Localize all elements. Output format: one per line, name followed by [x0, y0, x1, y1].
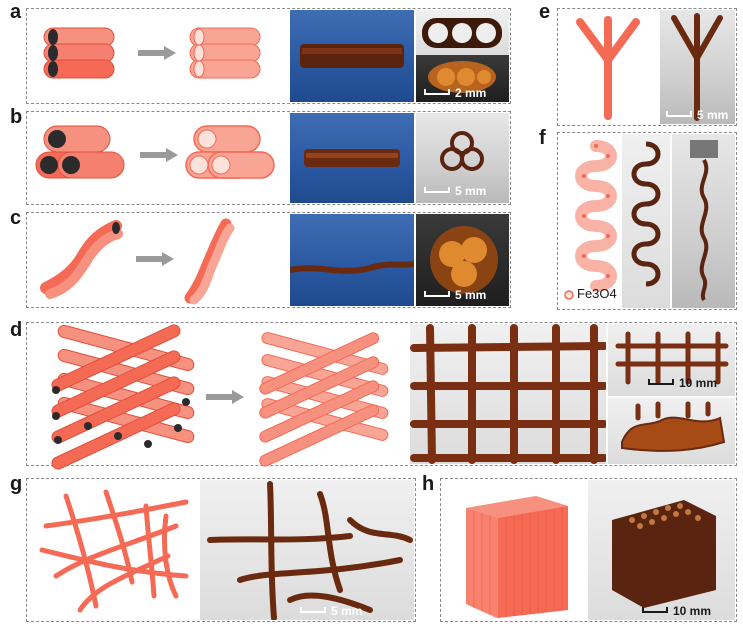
scale-bar-line	[424, 88, 450, 95]
panel-a-photo-side	[290, 10, 414, 102]
panel-b-scale-bar: 5 mm	[424, 184, 486, 198]
panel-c-scale-bar: 5 mm	[424, 288, 486, 302]
panel-e-scale-label: 5 mm	[697, 108, 729, 122]
panel-e-photo	[660, 10, 735, 124]
panel-h-scale-bar: 10 mm	[642, 604, 711, 618]
scale-bar-line	[642, 606, 668, 613]
panel-g-scale-label: 5 mm	[331, 604, 363, 618]
scale-bar-line	[424, 186, 450, 193]
panel-f-annotation: Fe3O4	[577, 286, 617, 301]
panel-e-scale-bar: 5 mm	[666, 108, 728, 122]
panel-b-frame	[26, 111, 511, 205]
panel-d-photo-folded	[608, 398, 735, 464]
panel-d-arrow	[206, 390, 244, 404]
panel-b-scale-label: 5 mm	[455, 184, 487, 198]
panel-label-a: a	[10, 1, 22, 23]
scale-bar-line	[424, 290, 450, 297]
panel-d-photo-grid	[410, 324, 606, 464]
panel-c-photo-cross	[416, 214, 509, 306]
panel-a-photo-top	[416, 10, 509, 55]
panel-e-schematic	[576, 16, 640, 120]
panel-label-e: e	[539, 1, 551, 23]
panel-c-photo-side	[290, 214, 414, 306]
panel-g-frame	[26, 478, 416, 622]
panel-f-photo-spiral	[622, 134, 670, 308]
panel-d-scale-bar: 10 mm	[648, 376, 717, 390]
scale-bar-line	[666, 110, 692, 117]
panel-h-scale-label: 10 mm	[673, 604, 712, 618]
panel-f-photo-magnet	[672, 134, 735, 308]
panel-g-scale-bar: 5 mm	[300, 604, 362, 618]
panel-e-frame	[557, 8, 737, 126]
panel-b-arrow	[140, 148, 178, 162]
panel-b-schematic-after	[185, 125, 275, 179]
panel-c-scale-label: 5 mm	[455, 288, 487, 302]
panel-d-frame	[26, 322, 737, 466]
panel-b-schematic-before	[35, 125, 125, 179]
panel-a-schematic-before	[43, 27, 115, 79]
panel-f-frame	[557, 132, 737, 310]
fe3o4-particle-icon	[564, 290, 574, 300]
panel-d-scale-label: 10 mm	[679, 376, 718, 390]
panel-label-d: d	[10, 319, 23, 341]
panel-label-g: g	[10, 473, 23, 495]
panel-label-f: f	[539, 127, 546, 149]
panel-a-scale-label: 2 mm	[455, 86, 487, 100]
panel-b-photo-side	[290, 113, 414, 203]
panel-h-frame	[440, 478, 737, 622]
panel-b-photo-cross	[416, 113, 509, 203]
panel-g-photo	[200, 480, 414, 620]
panel-label-c: c	[10, 207, 22, 229]
panel-d-schematic-before	[51, 324, 195, 470]
panel-c-arrow	[136, 252, 174, 266]
panel-label-h: h	[422, 473, 435, 495]
panel-g-schematic	[39, 489, 189, 613]
panel-label-b: b	[10, 106, 23, 128]
panel-a-schematic-after	[189, 27, 261, 79]
panel-c-schematic-before	[40, 220, 123, 299]
panel-c-schematic-after	[184, 218, 235, 305]
panel-a-scale-bar: 2 mm	[424, 86, 486, 100]
panel-c-frame	[26, 212, 511, 308]
panel-a-frame	[26, 8, 511, 104]
panel-h-photo	[588, 480, 735, 620]
panel-h-schematic-cube	[466, 496, 568, 618]
scale-bar-line	[300, 606, 326, 613]
panel-a-arrow	[138, 46, 176, 60]
scale-bar-line	[648, 378, 674, 385]
panel-d-schematic-after	[259, 332, 389, 467]
panel-f-schematic-spiral	[575, 140, 617, 292]
